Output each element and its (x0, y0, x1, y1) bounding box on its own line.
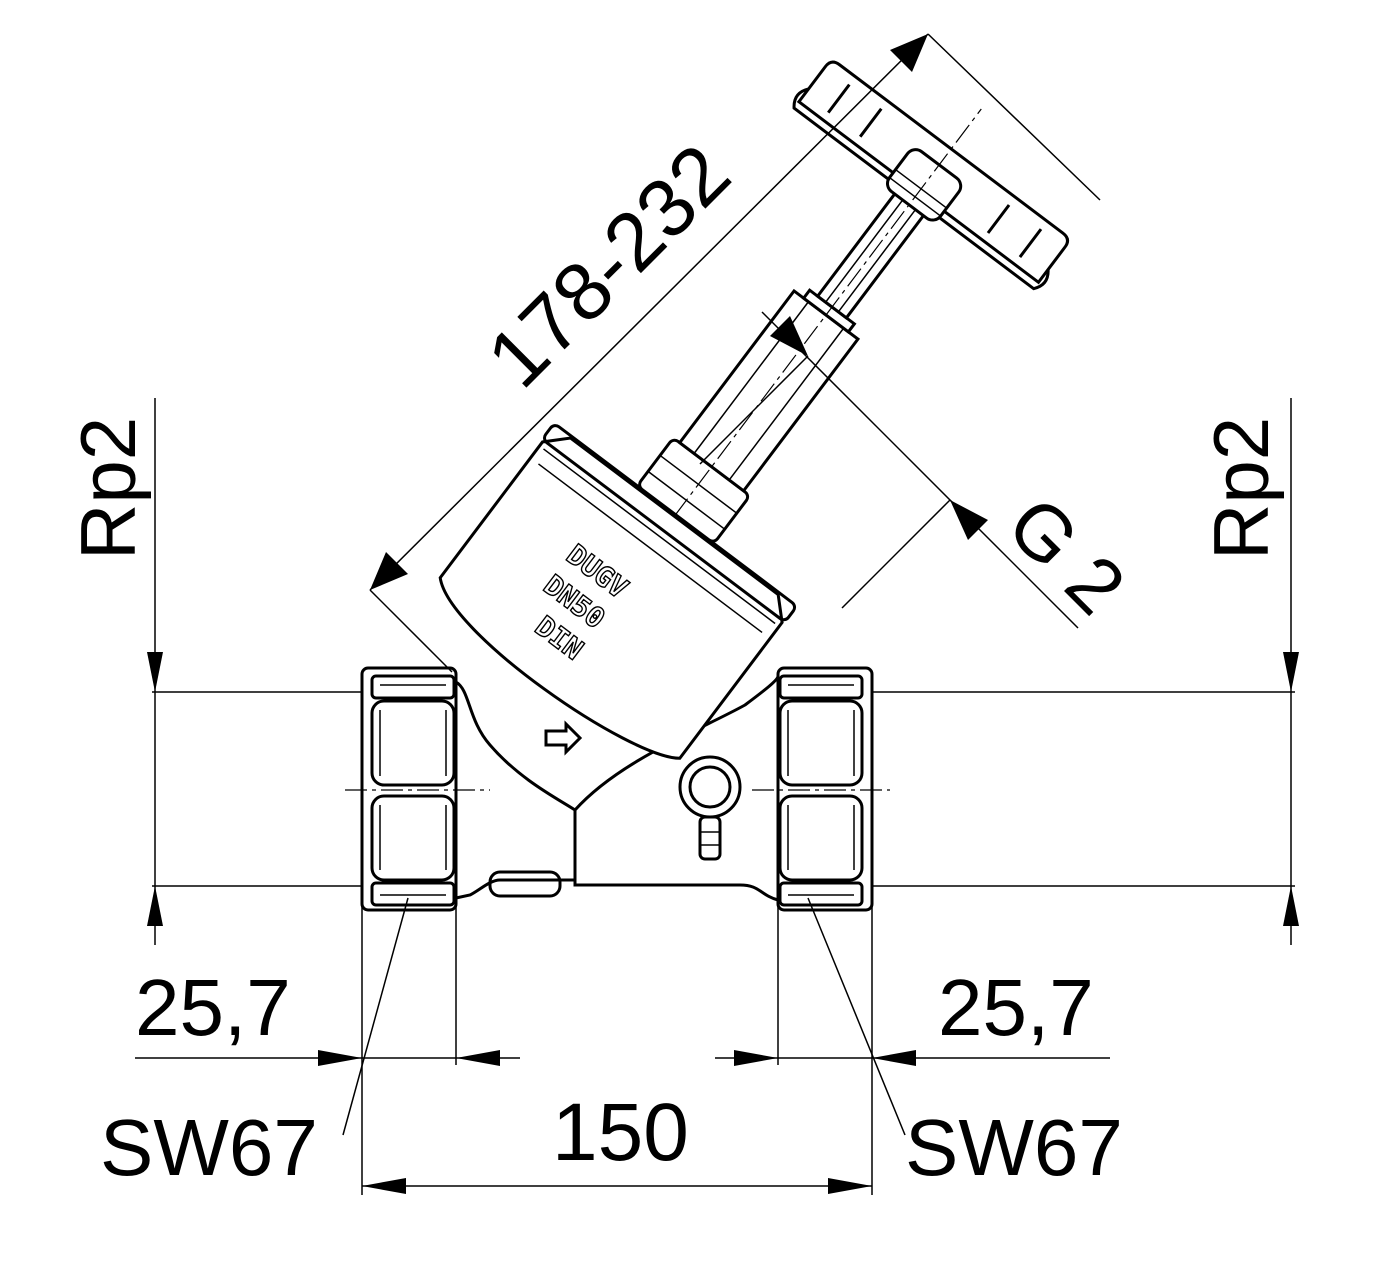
leader-left-wrench (342, 897, 409, 1136)
label-left-depth: 25,7 (135, 963, 291, 1052)
label-right-depth: 25,7 (938, 963, 1094, 1052)
label-left-rp2: Rp2 (64, 417, 152, 560)
label-right-rp2: Rp2 (1197, 417, 1285, 560)
bonnet-assembly: DUGV DN50 DIN (438, 60, 1070, 760)
valve-body (345, 675, 890, 902)
label-length-range: 178-232 (470, 128, 747, 405)
dimension-right-depth (715, 905, 1110, 1195)
dimension-right-rp2 (872, 398, 1299, 945)
leader-right-wrench (807, 897, 906, 1136)
dimension-left-rp2 (147, 398, 362, 945)
label-left-wrench: SW67 (100, 1103, 318, 1192)
label-right-wrench: SW67 (905, 1103, 1123, 1192)
dimension-thread-g2 (699, 311, 1079, 629)
label-thread-g2: G 2 (991, 480, 1142, 631)
label-face-to-face: 150 (552, 1087, 689, 1178)
left-end-cap (360, 666, 458, 912)
drain-plug (678, 755, 742, 861)
right-end-cap (776, 666, 874, 912)
flow-arrow-icon (544, 720, 583, 756)
dimension-length-range (369, 33, 1101, 673)
dimension-left-depth (135, 905, 520, 1195)
dimension-face-to-face (362, 1178, 872, 1194)
